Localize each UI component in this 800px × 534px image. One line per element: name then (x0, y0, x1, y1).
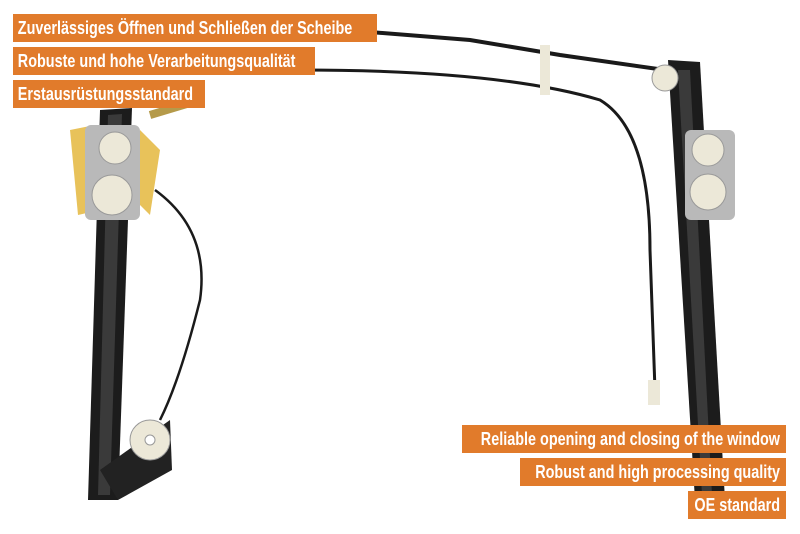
feature-de-1: Zuverlässiges Öffnen und Schließen der S… (13, 14, 377, 42)
brackets (70, 125, 735, 220)
feature-en-1: Reliable opening and closing of the wind… (462, 425, 786, 453)
feature-text: OE standard (694, 495, 780, 515)
feature-text: Robust and high processing quality (535, 462, 780, 482)
feature-text: Zuverlässiges Öffnen und Schließen der S… (17, 18, 353, 38)
feature-text: Erstausrüstungsstandard (17, 84, 194, 104)
feature-de-2: Robuste und hohe Verarbeitungsqualität (13, 47, 315, 75)
feature-de-3: Erstausrüstungsstandard (13, 80, 205, 108)
pulleys (91, 45, 727, 461)
feature-en-2: Robust and high processing quality (520, 458, 786, 486)
feature-text: Robuste und hohe Verarbeitungsqualität (17, 51, 296, 71)
feature-en-3: OE standard (688, 491, 786, 519)
cables (148, 30, 666, 421)
feature-text: Reliable opening and closing of the wind… (480, 429, 780, 449)
